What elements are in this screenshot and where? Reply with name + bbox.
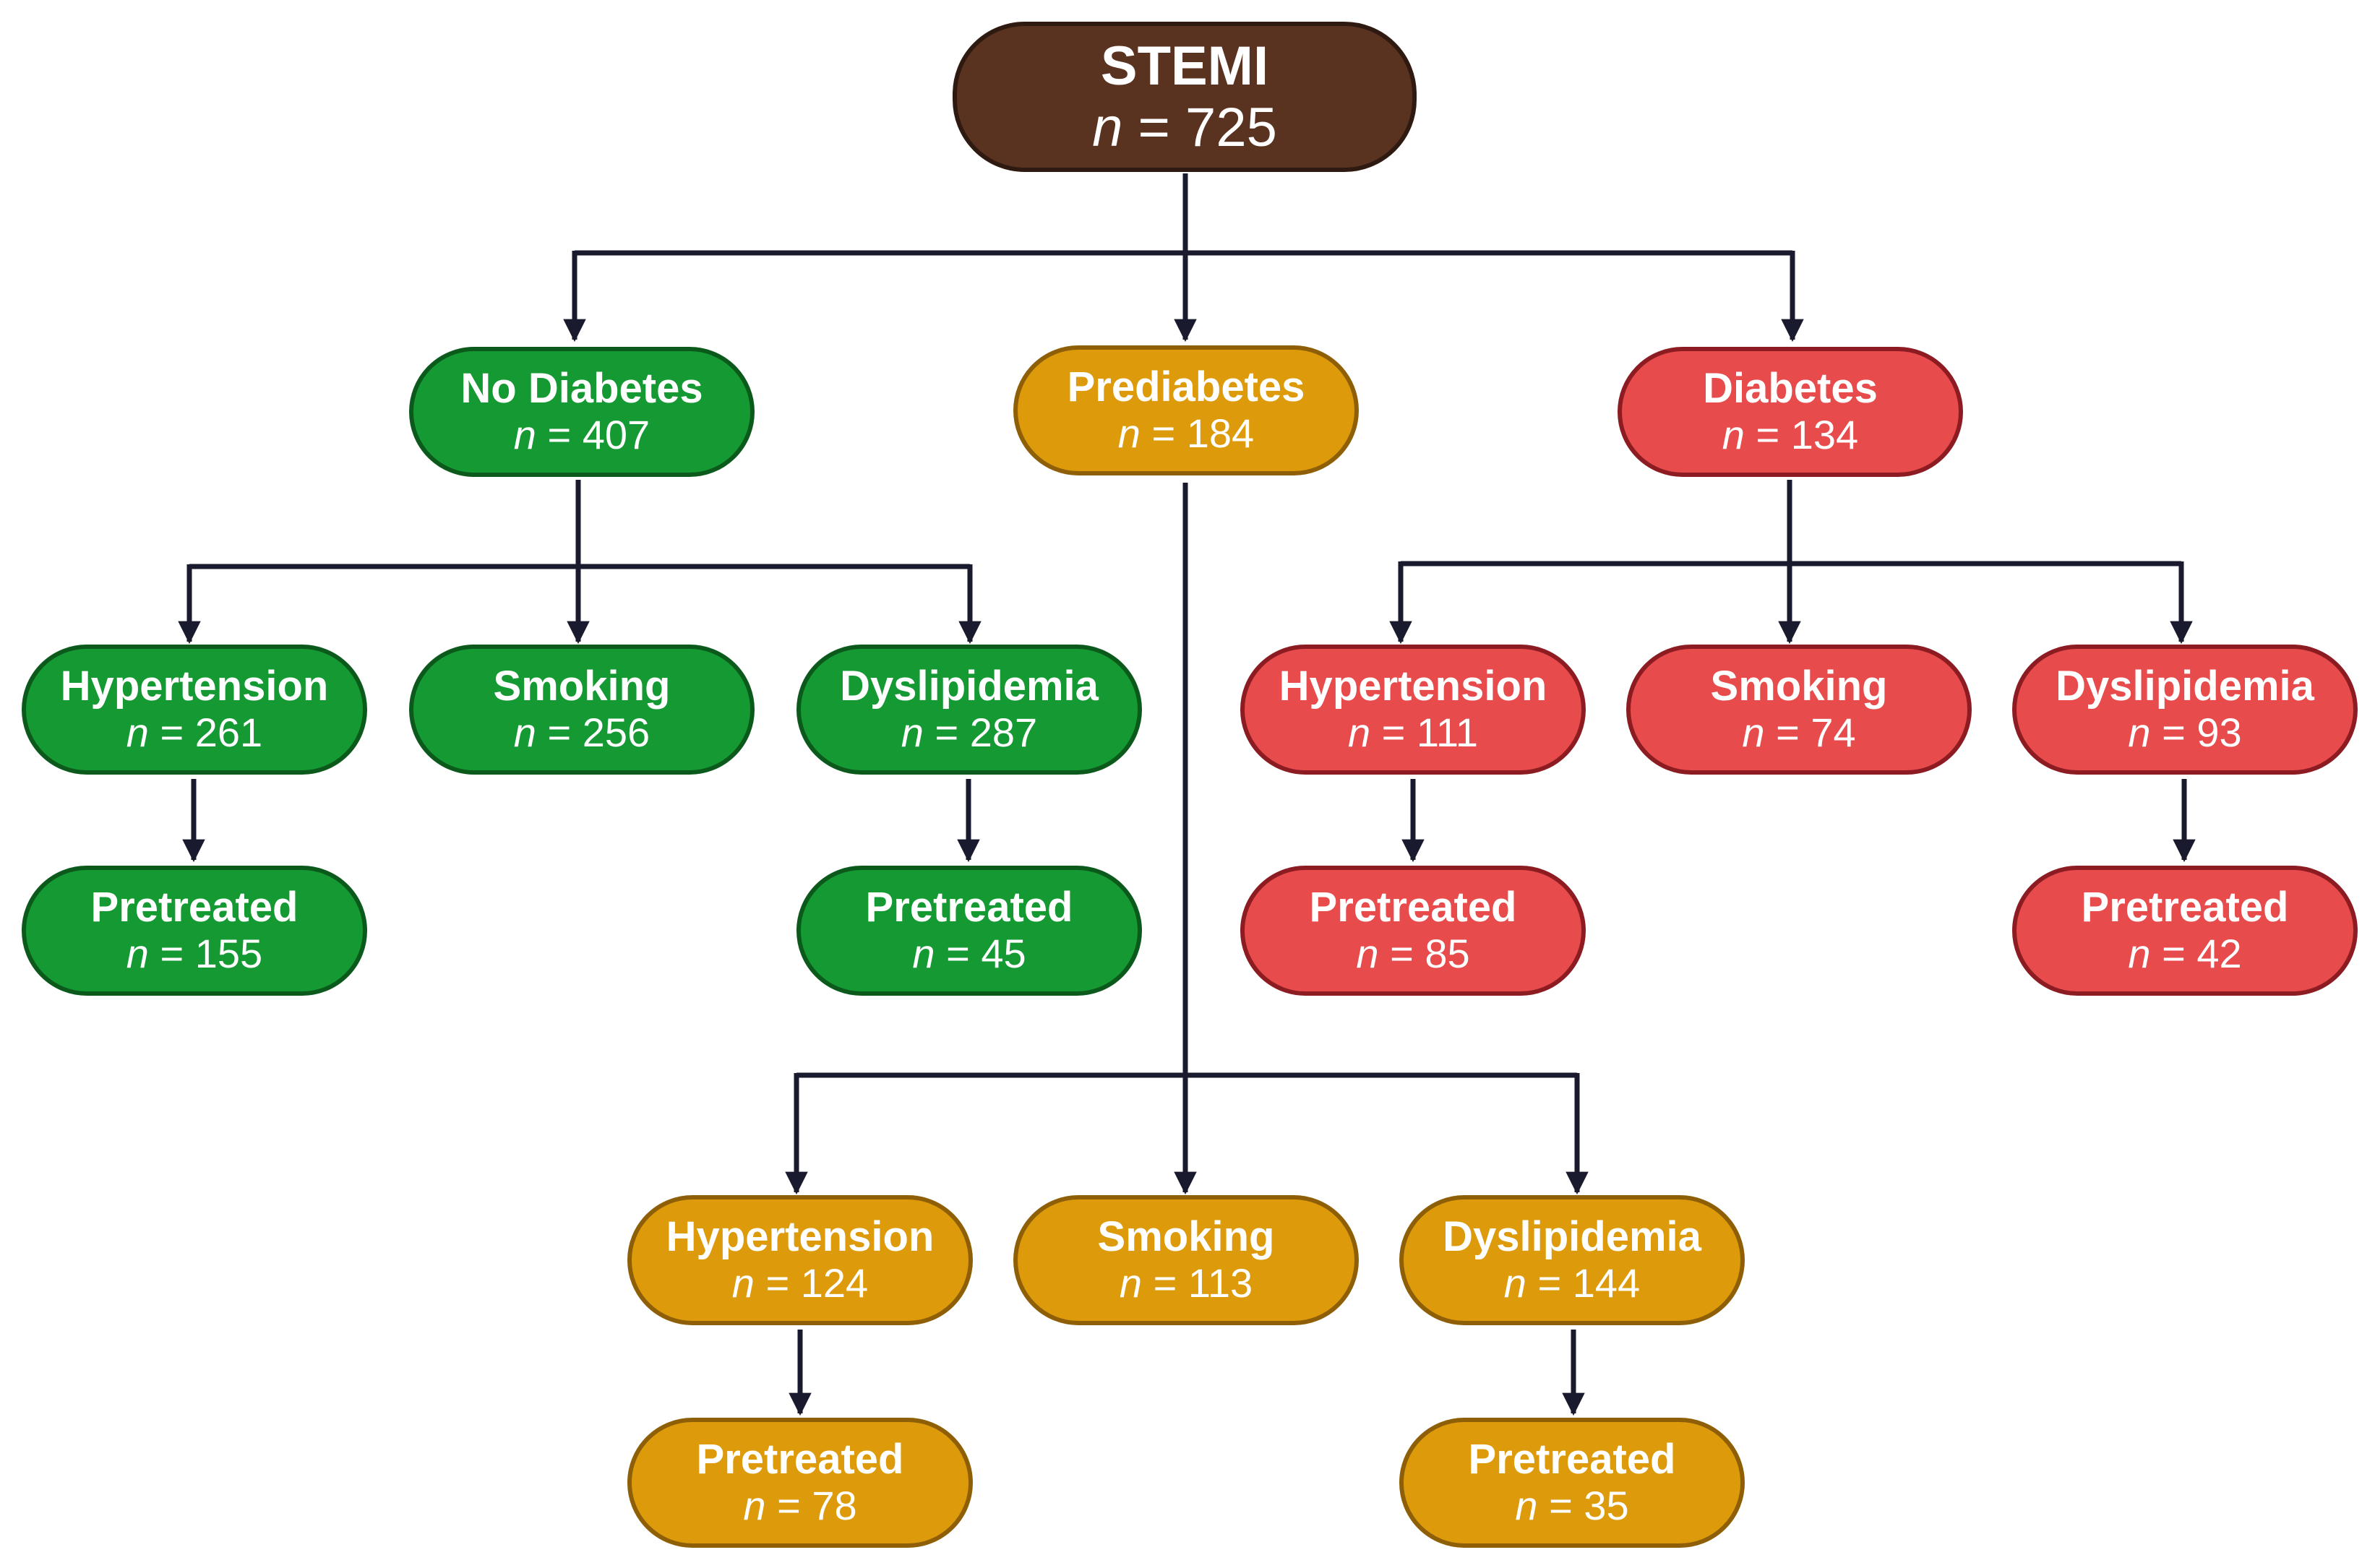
node-no-diabetes-hypertension-pretreated: Pretreated n = 155 xyxy=(22,866,367,996)
node-label: Smoking xyxy=(1097,1213,1275,1261)
node-count: n = 144 xyxy=(1503,1260,1641,1306)
node-no-diabetes-smoking: Smoking n = 256 xyxy=(409,645,755,775)
node-count: n = 35 xyxy=(1515,1483,1629,1529)
node-label: Dyslipidemia xyxy=(840,663,1099,710)
node-diabetes-hypertension-pretreated: Pretreated n = 85 xyxy=(1240,866,1586,996)
node-prediabetes-smoking: Smoking n = 113 xyxy=(1013,1195,1359,1325)
node-label: Dyslipidemia xyxy=(2056,663,2314,710)
node-count: n = 42 xyxy=(2128,931,2242,977)
node-label: Hypertension xyxy=(666,1213,935,1261)
node-label: No Diabetes xyxy=(460,365,703,413)
node-label: Pretreated xyxy=(865,884,1073,931)
node-prediabetes-dyslipidemia: Dyslipidemia n = 144 xyxy=(1399,1195,1745,1325)
node-label: Pretreated xyxy=(2081,884,2289,931)
node-diabetes-hypertension: Hypertension n = 111 xyxy=(1240,645,1586,775)
node-diabetes-dyslipidemia-pretreated: Pretreated n = 42 xyxy=(2012,866,2358,996)
node-label: Hypertension xyxy=(60,663,329,710)
node-prediabetes-hypertension: Hypertension n = 124 xyxy=(627,1195,973,1325)
node-count: n = 78 xyxy=(743,1483,857,1529)
node-no-diabetes: No Diabetes n = 407 xyxy=(409,347,755,477)
node-prediabetes-hypertension-pretreated: Pretreated n = 78 xyxy=(627,1418,973,1548)
node-prediabetes: Prediabetes n = 184 xyxy=(1013,345,1359,475)
node-diabetes-dyslipidemia: Dyslipidemia n = 93 xyxy=(2012,645,2358,775)
node-count: n = 261 xyxy=(126,710,263,756)
node-count: n = 134 xyxy=(1722,412,1859,458)
node-count: n = 111 xyxy=(1347,710,1479,756)
node-label: Hypertension xyxy=(1279,663,1547,710)
node-diabetes: Diabetes n = 134 xyxy=(1618,347,1963,477)
node-label: Pretreated xyxy=(1309,884,1517,931)
node-label: Pretreated xyxy=(90,884,299,931)
node-count: n = 85 xyxy=(1356,931,1470,977)
node-count: n = 45 xyxy=(912,931,1026,977)
node-count: n = 287 xyxy=(901,710,1038,756)
node-count: n = 74 xyxy=(1742,710,1856,756)
node-no-diabetes-dyslipidemia: Dyslipidemia n = 287 xyxy=(796,645,1142,775)
node-diabetes-smoking: Smoking n = 74 xyxy=(1626,645,1972,775)
node-count: n = 124 xyxy=(731,1260,869,1306)
node-label: Dyslipidemia xyxy=(1443,1213,1701,1261)
node-count: n = 155 xyxy=(126,931,263,977)
node-label: Smoking xyxy=(493,663,671,710)
node-count: n = 93 xyxy=(2128,710,2242,756)
node-count: n = 256 xyxy=(513,710,650,756)
node-stemi: STEMI n = 725 xyxy=(953,22,1417,172)
node-count: n = 407 xyxy=(513,412,650,458)
node-count: n = 184 xyxy=(1117,410,1255,457)
node-prediabetes-dyslipidemia-pretreated: Pretreated n = 35 xyxy=(1399,1418,1745,1548)
node-label: Pretreated xyxy=(696,1436,904,1483)
node-label: Diabetes xyxy=(1703,365,1878,413)
node-label: Pretreated xyxy=(1468,1436,1676,1483)
node-label: STEMI xyxy=(1100,35,1269,97)
node-label: Smoking xyxy=(1710,663,1888,710)
node-no-diabetes-dyslipidemia-pretreated: Pretreated n = 45 xyxy=(796,866,1142,996)
node-count: n = 113 xyxy=(1119,1260,1253,1306)
node-count: n = 725 xyxy=(1092,97,1277,158)
node-label: Prediabetes xyxy=(1067,363,1305,411)
node-no-diabetes-hypertension: Hypertension n = 261 xyxy=(22,645,367,775)
